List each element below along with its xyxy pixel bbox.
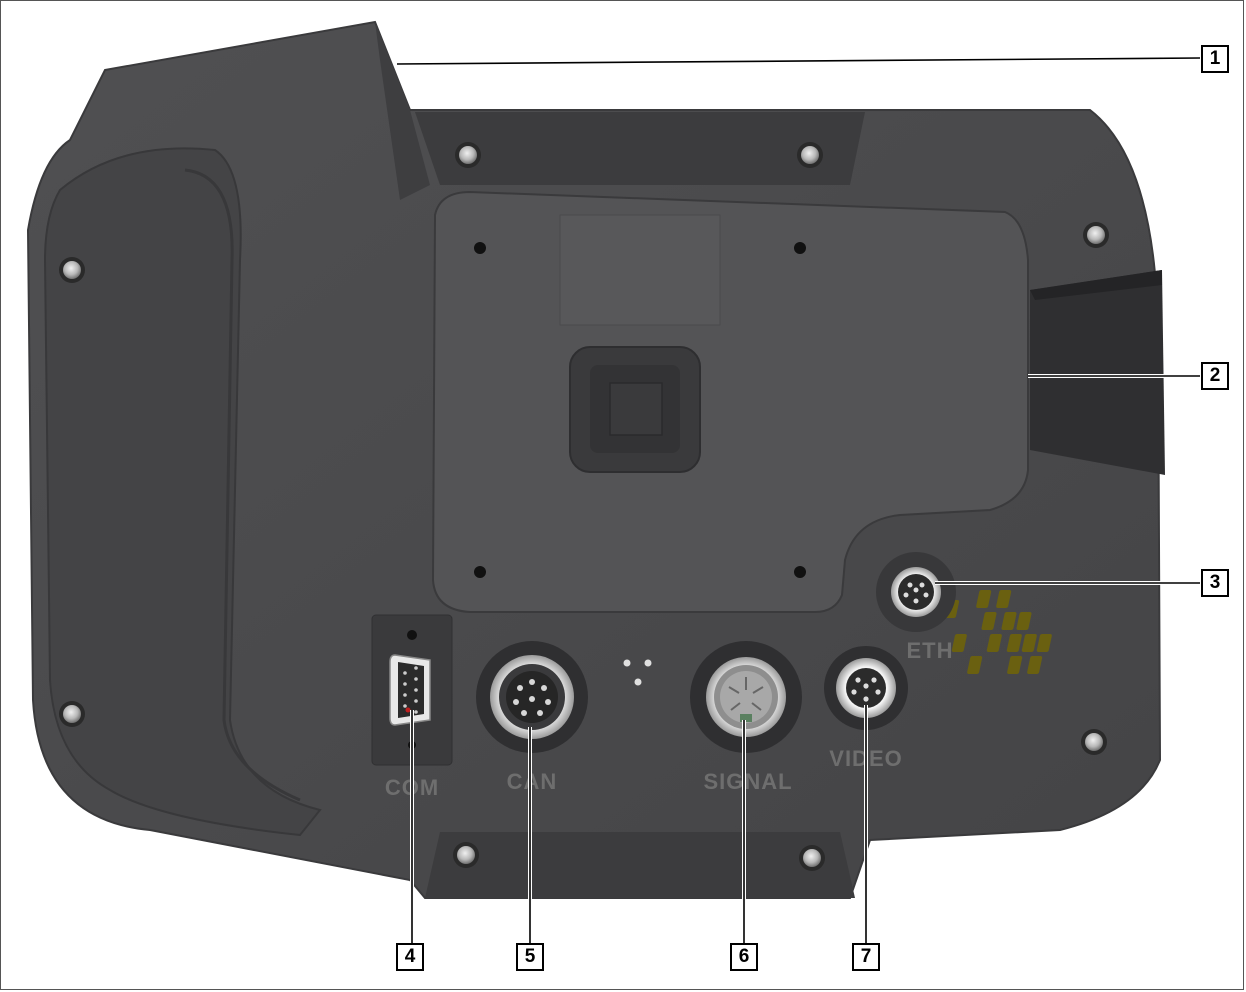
screw-icon [59, 701, 85, 727]
leader-lines [396, 57, 1201, 943]
callout-6: 6 [730, 943, 758, 971]
screw-icon [797, 142, 823, 168]
eth-connector [876, 552, 956, 632]
signal-connector [690, 641, 802, 753]
callout-7: 7 [852, 943, 880, 971]
screw-icon [59, 257, 85, 283]
com-connector [389, 654, 431, 726]
callout-4: 4 [396, 943, 424, 971]
port-label-eth: ETH [907, 638, 954, 663]
video-connector [824, 646, 908, 730]
screw-icon [453, 842, 479, 868]
housing [26, 20, 1165, 899]
screws [59, 142, 1109, 871]
callout-1: 1 [1201, 45, 1229, 73]
screw-icon [799, 845, 825, 871]
callout-2: 2 [1201, 362, 1229, 390]
port-label-signal: SIGNAL [703, 769, 792, 794]
callout-5: 5 [516, 943, 544, 971]
can-connector [476, 641, 588, 753]
callout-3: 3 [1201, 569, 1229, 597]
screw-icon [1081, 729, 1107, 755]
screw-icon [1083, 222, 1109, 248]
screw-icon [455, 142, 481, 168]
